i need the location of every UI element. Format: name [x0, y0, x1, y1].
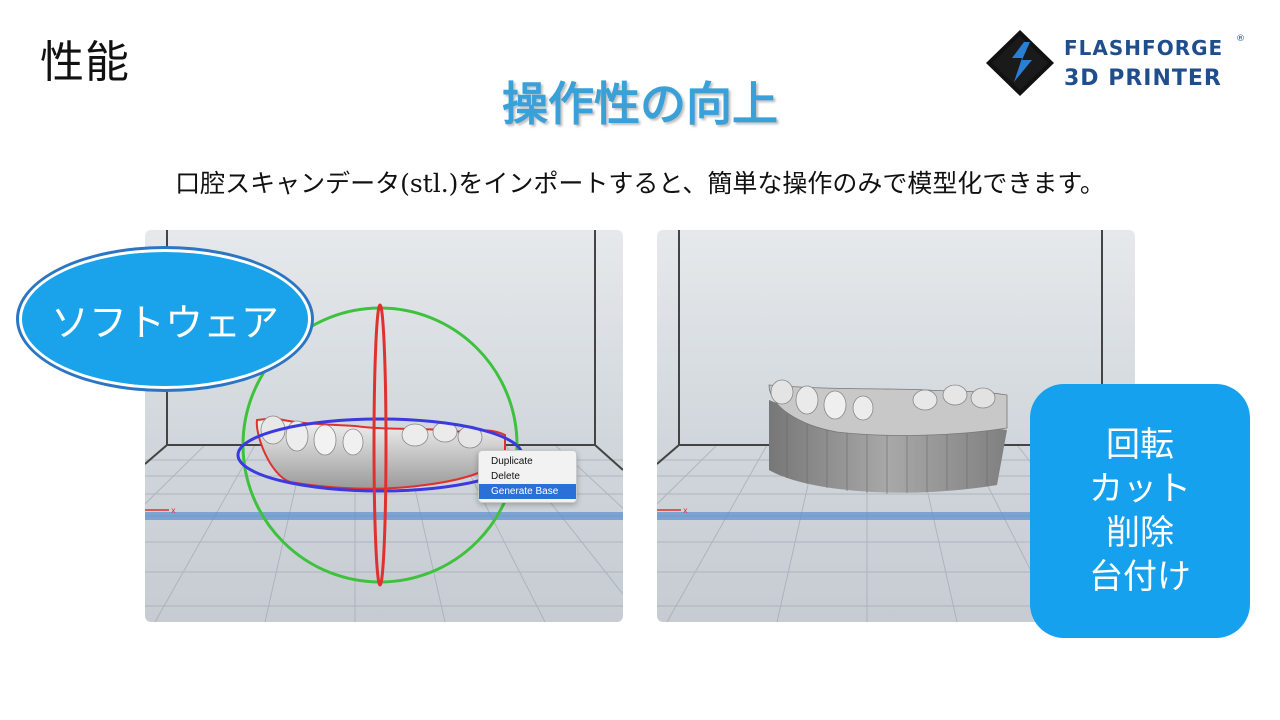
- x-axis-label: x: [171, 506, 176, 515]
- context-menu: Duplicate Delete Generate Base: [478, 450, 577, 503]
- logo-registered-mark: ®: [1236, 34, 1245, 44]
- software-badge: ソフトウェア: [22, 252, 308, 386]
- flashforge-logo-icon: [986, 30, 1054, 96]
- logo-text-subtitle: 3D PRINTER: [1064, 66, 1222, 91]
- menu-item-duplicate[interactable]: Duplicate: [491, 456, 533, 467]
- slide-section-label: 性能: [40, 37, 130, 88]
- x-axis-label: x: [683, 506, 688, 515]
- x-axis-bar: [657, 512, 1135, 520]
- feature-add-base: 台付け: [1089, 557, 1191, 597]
- feature-delete: 削除: [1106, 513, 1174, 553]
- flashforge-logo: FLASHFORGE 3D PRINTER ®: [984, 28, 1245, 98]
- menu-item-generate-base[interactable]: Generate Base: [479, 484, 576, 499]
- logo-text-brand: FLASHFORGE: [1064, 36, 1224, 60]
- page-subtitle: 口腔スキャンデータ(stl.)をインポートすると、簡単な操作のみで模型化できます…: [175, 169, 1105, 198]
- feature-rotate: 回転: [1106, 425, 1174, 465]
- feature-cut: カット: [1089, 469, 1191, 509]
- dental-model-with-base[interactable]: [768, 379, 1008, 494]
- page-title: 操作性の向上: [502, 77, 778, 131]
- menu-item-delete[interactable]: Delete: [491, 471, 520, 482]
- rotation-ring-red[interactable]: [372, 303, 388, 587]
- feature-list-box: 回転 カット 削除 台付け: [1030, 384, 1250, 638]
